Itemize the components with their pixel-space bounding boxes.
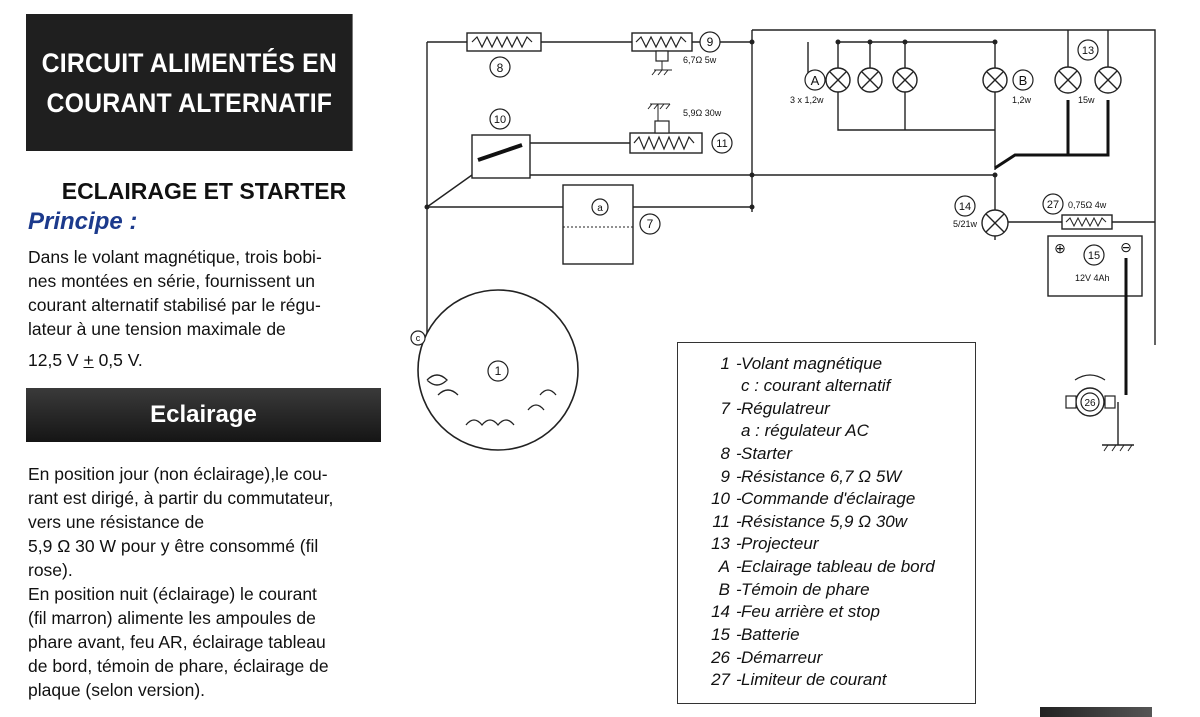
paragraph-line: plaque (selon version). [28,680,206,700]
paragraph-line: rant est dirigé, à partir du commutateur… [28,488,334,508]
label-A: A [811,73,820,88]
paragraph-line: de bord, témoin de phare, éclairage de [28,656,329,676]
main-title: CIRCUIT ALIMENTÉS EN COURANT ALTERNATIF [26,14,353,151]
label-7: 7 [647,217,654,231]
label-10: 10 [494,114,506,126]
paragraph-line: nes montées en série, fournissent un [28,271,315,291]
eclairage-label: Eclairage [150,401,257,428]
r9-value: 6,7Ω 5w [683,55,717,65]
r11-value: 5,9Ω 30w [683,108,722,118]
r27-value: 0,75Ω 4w [1068,200,1107,210]
paragraph-line: rose). [28,560,73,580]
label-c: c [416,333,421,343]
battery-minus-icon: ⊖ [1120,239,1132,255]
switch-10 [471,134,531,179]
tension-prefix: 12,5 V [28,350,84,370]
eclairage-section-bar: Eclairage [26,388,381,442]
corner-decoration [1040,707,1152,717]
tension-value: 12,5 V + 0,5 V. [28,350,143,371]
title-line-1: CIRCUIT ALIMENTÉS EN [41,47,337,78]
tension-plus-minus: + [83,350,94,370]
lamp-a1 [825,67,851,93]
paragraph-line: lateur à une tension maximale de [28,319,286,339]
paragraph-line: courant alternatif stabilisé par le régu… [28,295,321,315]
battery-plus-icon: ⊕ [1054,240,1066,256]
section-heading: ECLAIRAGE ET STARTER [61,178,347,204]
rear-light-rating: 5/21w [953,219,978,229]
principe-paragraph: Dans le volant magnétique, trois bobi- n… [28,245,380,341]
lamp-a3 [892,67,918,93]
lamp-13b [1094,66,1122,94]
label-27: 27 [1047,199,1059,211]
legend-box: 1-Volant magnétique c : courant alternat… [677,342,976,704]
resistor-27 [1061,214,1113,230]
paragraph-line: En position nuit (éclairage) le courant [28,584,317,604]
label-8: 8 [497,61,504,75]
title-line-2: COURANT ALTERNATIF [46,87,333,118]
label-9: 9 [707,35,714,49]
label-B: B [1019,73,1028,88]
lamp-b [982,67,1008,93]
a-rating: 3 x 1,2w [790,95,824,105]
label-26: 26 [1084,398,1096,409]
label-15: 15 [1088,250,1100,262]
tension-suffix: 0,5 V. [93,350,143,370]
lamp-14 [981,209,1009,237]
paragraph-line: En position jour (non éclairage),le cou- [28,464,328,484]
battery-rating: 12V 4Ah [1075,273,1110,283]
paragraph-line: 5,9 Ω 30 W pour y être consommé (fil [28,536,319,556]
principe-heading: Principe : [28,208,138,235]
paragraph-line: Dans le volant magnétique, trois bobi- [28,247,322,267]
paragraph-line: (fil marron) alimente les ampoules de [28,608,316,628]
label-1: 1 [495,364,502,378]
lamp-13a [1054,66,1082,94]
label-14: 14 [959,201,971,213]
label-11: 11 [716,138,727,150]
regulator-7 [562,184,634,265]
label-a: a [597,203,603,214]
projector-rating: 15w [1078,95,1095,105]
lamp-a2 [857,67,883,93]
resistor-9 [631,32,693,52]
label-13: 13 [1082,45,1094,57]
paragraph-line: phare avant, feu AR, éclairage tableau [28,632,326,652]
eclairage-paragraph: En position jour (non éclairage),le cou-… [28,462,380,702]
paragraph-line: vers une résistance de [28,512,205,532]
b-rating: 1,2w [1012,95,1032,105]
